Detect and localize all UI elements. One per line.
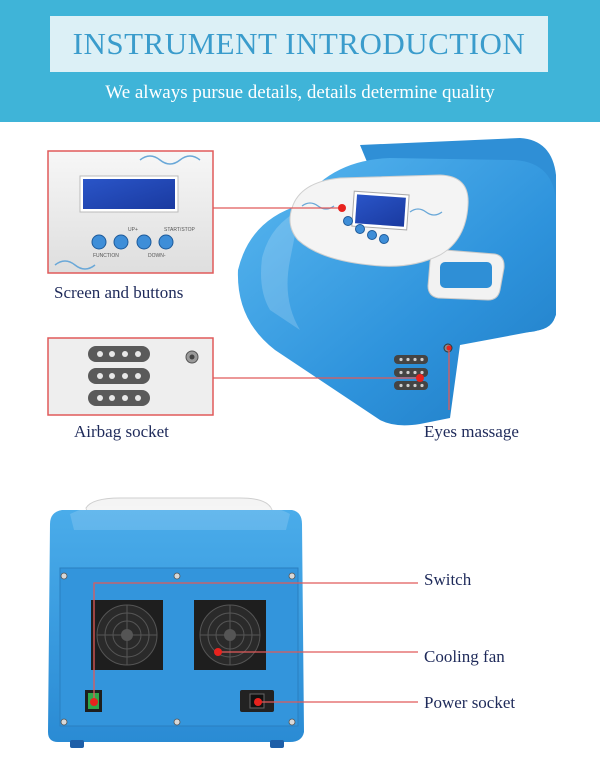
svg-text:UP+: UP+ [128,227,138,233]
label-cooling-fan: Cooling fan [424,647,505,666]
svg-text:DOWN-: DOWN- [148,253,166,259]
screen-detail-box: UP+ START/STOP FUNCTION DOWN- [47,150,214,274]
bottom-callout-dots [90,648,262,706]
cooling-fan-right [194,600,266,670]
header-banner: INSTRUMENT INTRODUCTION We always pursue… [0,0,600,122]
bottom-callouts [93,582,418,703]
top-callout-dots [338,204,452,382]
label-airbag-socket: Airbag socket [74,422,169,441]
label-screen-and-buttons: Screen and buttons [54,283,184,302]
svg-text:START/STOP: START/STOP [164,227,196,233]
lcd-screen [355,194,406,227]
label-eyes-massage: Eyes massage [424,422,519,441]
lcd-screen-zoom [83,179,175,209]
airbag-detail-box [47,337,214,416]
label-switch: Switch [424,570,472,589]
label-power-socket: Power socket [424,693,516,712]
page-title: INSTRUMENT INTRODUCTION [72,26,526,61]
top-callouts [213,207,450,410]
svg-text:FUNCTION: FUNCTION [93,253,119,259]
title-box: INSTRUMENT INTRODUCTION [50,16,548,72]
device-front-view [237,138,556,426]
device-rear-view [48,497,304,748]
cooling-fan-left [91,600,163,670]
page-subtitle: We always pursue details, details determ… [105,82,495,103]
